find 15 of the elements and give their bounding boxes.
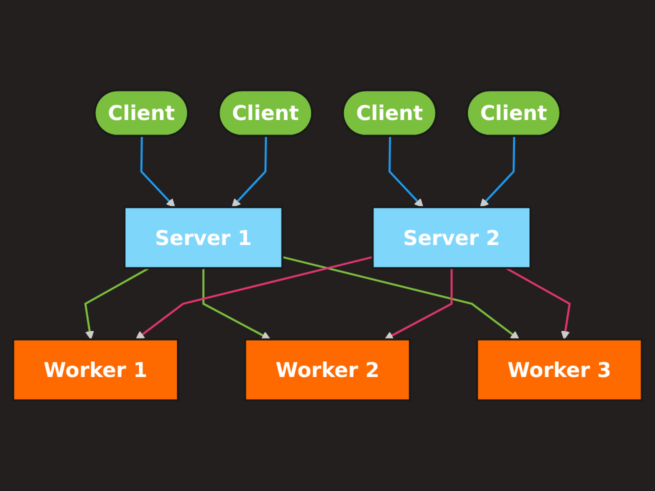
arrow [84,268,150,340]
arrow [232,136,267,208]
arrow [136,256,373,340]
node-box: Worker 2 [244,338,411,402]
node-box: Server 1 [123,206,284,270]
arrow [506,268,571,340]
node-box: Worker 1 [12,338,179,402]
arrow [282,256,520,340]
node-box: Worker 3 [476,338,643,402]
arrow [202,268,271,340]
arrow [388,136,424,208]
arrow [384,268,453,340]
arrow [140,136,176,208]
arrow [480,136,516,208]
node-box: Server 2 [372,206,532,270]
